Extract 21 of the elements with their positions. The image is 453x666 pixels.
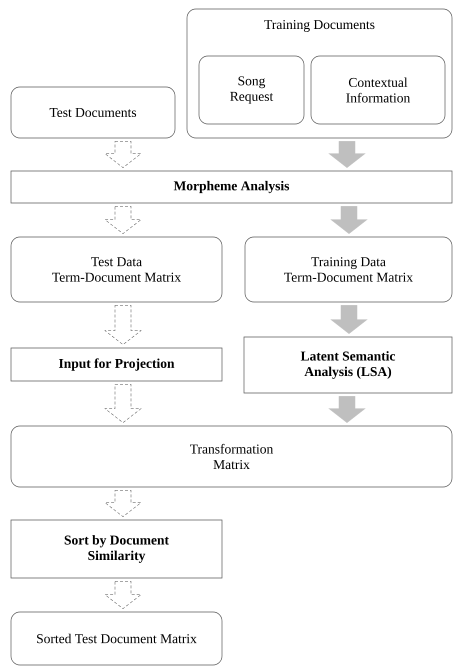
rounded-box: Test Documents: [10, 86, 176, 138]
process-box: Morpheme Analysis: [10, 170, 452, 204]
rounded-box: Test Data Term-Document Matrix: [10, 236, 222, 302]
block-arrow: [104, 141, 142, 168]
rounded-box: Song Request: [198, 56, 304, 124]
block-arrow: [104, 206, 142, 234]
rounded-box: Training Data Term-Document Matrix: [244, 236, 452, 302]
process-box: Latent Semantic Analysis (LSA): [244, 336, 452, 394]
process-box: Input for Projection: [10, 348, 222, 382]
block-arrow: [330, 305, 368, 334]
block-arrow: [328, 141, 366, 168]
block-arrow: [104, 490, 142, 517]
block-arrow: [328, 396, 366, 423]
rounded-box: Sorted Test Document Matrix: [10, 612, 222, 666]
block-arrow: [104, 305, 142, 345]
rounded-box: Transformation Matrix: [10, 426, 452, 488]
process-box: Sort by Document Similarity: [10, 520, 222, 578]
block-arrow: [330, 206, 368, 234]
block-arrow: [104, 581, 142, 609]
block-arrow: [104, 384, 142, 423]
rounded-box: Contextual Information: [310, 56, 446, 124]
